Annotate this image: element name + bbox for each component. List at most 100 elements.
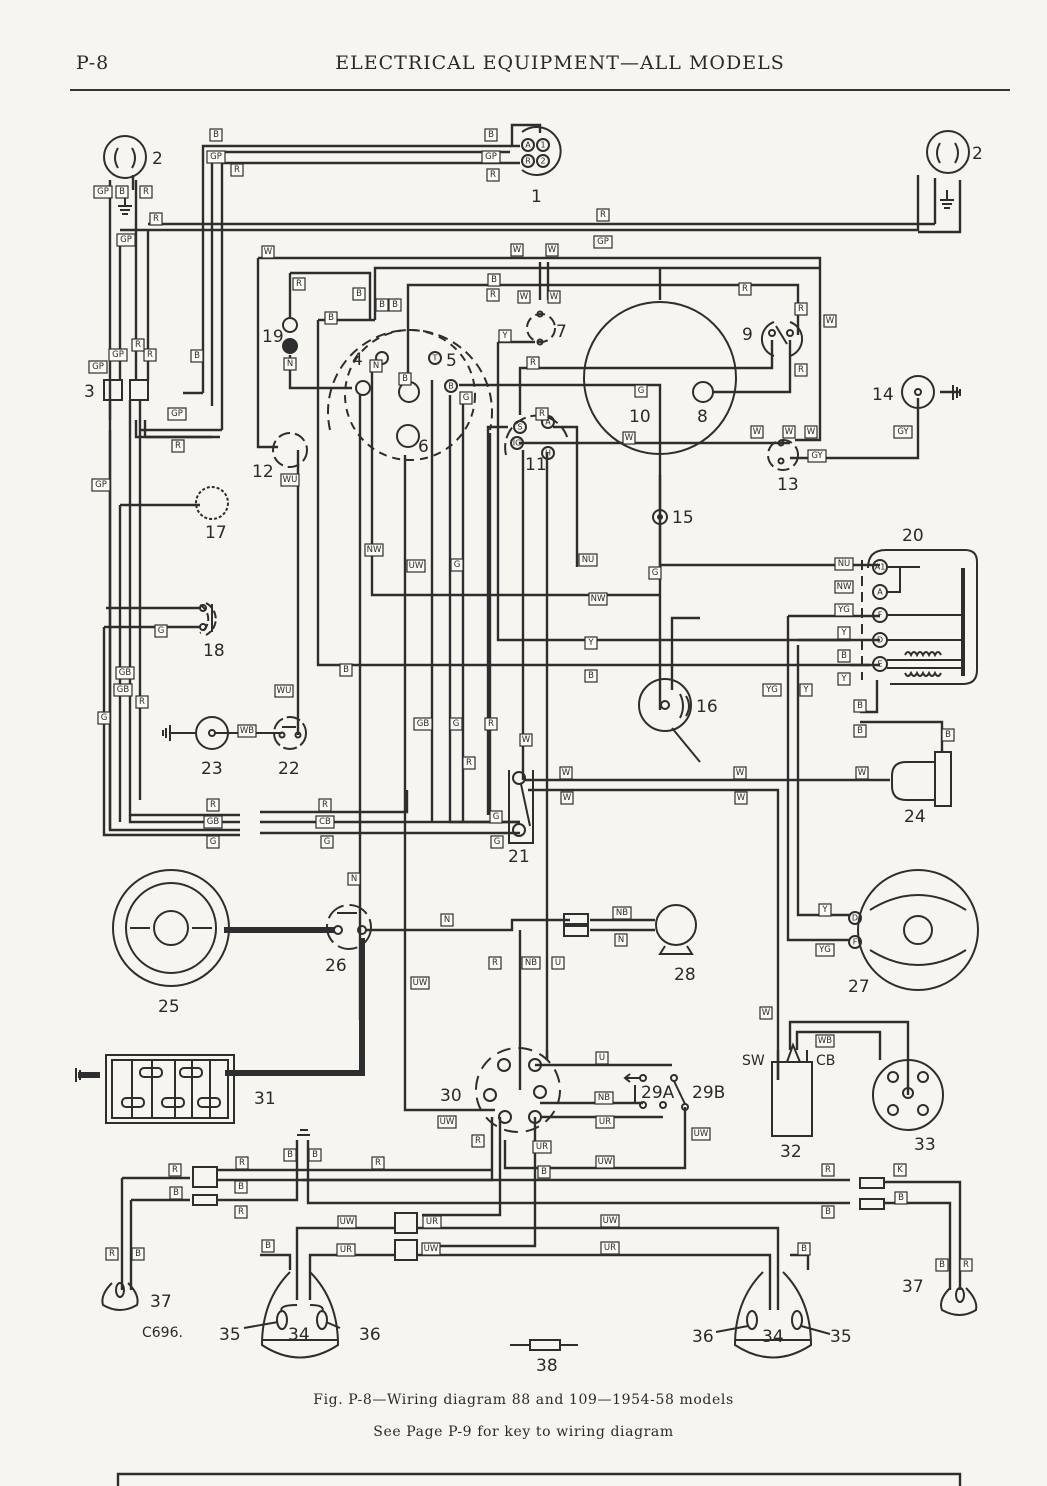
wire-color-text: B bbox=[328, 313, 334, 323]
component-21-switch: 21 bbox=[508, 770, 534, 867]
wire-color-text: UW bbox=[340, 1217, 355, 1227]
wire bbox=[448, 395, 520, 824]
wire-color-tag: B bbox=[484, 128, 498, 142]
component-number: 8 bbox=[697, 407, 708, 427]
wire-color-text: GP bbox=[171, 409, 183, 419]
connector bbox=[563, 913, 589, 925]
wire-color-tag: B bbox=[115, 185, 129, 199]
component-number: 29B bbox=[692, 1083, 725, 1103]
wire-color-tag: GP bbox=[167, 407, 187, 421]
wire-color-text: R bbox=[742, 284, 748, 294]
component-number: 35 bbox=[219, 1325, 241, 1345]
wire-color-tag: W bbox=[517, 290, 531, 304]
wire-color-text: YG bbox=[765, 685, 778, 695]
wire-color-text: B bbox=[194, 351, 200, 361]
component-number: 38 bbox=[536, 1356, 558, 1376]
wire-color-text: R bbox=[109, 1249, 115, 1259]
wire-color-text: N bbox=[618, 935, 624, 945]
component-12-lamp: 12 bbox=[252, 432, 308, 482]
terminal-label: S bbox=[517, 423, 522, 432]
wire-color-tag: B bbox=[283, 1148, 297, 1162]
wire-color-tag: UW bbox=[406, 559, 426, 573]
component-number: 35 bbox=[830, 1327, 852, 1347]
terminal-label: A1 bbox=[875, 563, 886, 572]
wire-color-text: W bbox=[858, 768, 867, 778]
wire-color-tag: Y bbox=[799, 683, 813, 697]
component-24-starter-motor: 24 bbox=[891, 751, 952, 827]
component-number: 18 bbox=[203, 641, 225, 661]
wire-color-text: NU bbox=[582, 555, 595, 565]
wire bbox=[143, 420, 212, 439]
wire-color-tag: B bbox=[487, 273, 501, 287]
component-number: 27 bbox=[848, 977, 870, 997]
wire-color-text: R bbox=[375, 1158, 381, 1168]
wire-color-text: GP bbox=[112, 350, 124, 360]
wire-color-tag: UW bbox=[595, 1155, 615, 1169]
connector bbox=[192, 1194, 218, 1206]
component-26-solenoid: 26 bbox=[325, 904, 372, 976]
wire-color-tag: R bbox=[143, 348, 157, 362]
wire-color-text: R bbox=[135, 340, 141, 350]
terminal-label: E bbox=[877, 660, 882, 669]
connector bbox=[859, 1198, 885, 1210]
wire-color-tag: R bbox=[235, 1156, 249, 1170]
wire bbox=[790, 1253, 810, 1270]
wire-color-text: YG bbox=[818, 945, 831, 955]
wire bbox=[406, 283, 800, 379]
wire-color-text: Y bbox=[840, 674, 847, 684]
wire-color-tag: UR bbox=[336, 1243, 356, 1257]
wire-color-tag: B bbox=[261, 1239, 275, 1253]
wire-color-tag: GP bbox=[88, 360, 108, 374]
wire-color-text: G bbox=[638, 386, 645, 396]
wire-color-text: B bbox=[379, 300, 385, 310]
wire bbox=[260, 790, 409, 814]
wire-color-text: N bbox=[444, 915, 450, 925]
wire-color-tag: B bbox=[935, 1258, 949, 1272]
wire-color-tag: W bbox=[559, 766, 573, 780]
header-rule bbox=[70, 89, 1010, 91]
wire-color-tag: B bbox=[853, 724, 867, 738]
wire-color-tag: N bbox=[440, 913, 454, 927]
wire-color-tag: NU bbox=[578, 553, 598, 567]
wire-color-tag: GP bbox=[91, 478, 111, 492]
wire-color-tag: G bbox=[648, 566, 662, 580]
wire-color-tag: N bbox=[283, 357, 297, 371]
wire-color-text: R bbox=[238, 1207, 244, 1217]
wire-color-text: U bbox=[599, 1053, 605, 1063]
wire bbox=[218, 1140, 299, 1202]
component-14-horn-push: 14 bbox=[872, 375, 961, 409]
wire-color-tag: W bbox=[804, 425, 818, 439]
wire-color-tag: W bbox=[261, 245, 275, 259]
wire-color-tag: B bbox=[388, 298, 402, 312]
wire-color-tag: NU bbox=[834, 557, 854, 571]
wire-color-tag: R bbox=[535, 407, 549, 421]
wire-color-text: R bbox=[322, 800, 328, 810]
terminal-label: F bbox=[853, 938, 858, 947]
wire bbox=[796, 645, 850, 917]
component-number: 2 bbox=[972, 144, 983, 164]
wire-color-tag: B bbox=[352, 287, 366, 301]
component-32-ignition-coil: SW CB 32 bbox=[742, 1042, 835, 1162]
components: A 1 R 2 1 2 2 3 4 T bbox=[75, 126, 983, 1376]
wire-color-text: G bbox=[158, 626, 165, 636]
wire bbox=[418, 1226, 780, 1310]
wire-color-text: B bbox=[488, 130, 494, 140]
wire-color-text: W bbox=[625, 433, 634, 443]
terminal-label: 1 bbox=[540, 141, 545, 150]
component-13-lamp: 13 bbox=[767, 439, 799, 495]
wire-color-tag: K bbox=[893, 1163, 907, 1177]
wire-color-tag: WB bbox=[815, 1034, 835, 1048]
wire-color-text: Y bbox=[802, 685, 809, 695]
wire-color-tag: W bbox=[823, 314, 837, 328]
wire bbox=[120, 175, 920, 232]
wire-color-text: NB bbox=[598, 1093, 610, 1103]
wire-color-text: UR bbox=[604, 1243, 616, 1253]
wire-color-text: W bbox=[548, 245, 557, 255]
component-number: 25 bbox=[158, 997, 180, 1017]
wire-color-text: W bbox=[785, 427, 794, 437]
wire-color-tag: G bbox=[450, 558, 464, 572]
wire-color-text: R bbox=[492, 958, 498, 968]
terminal-label: SW bbox=[742, 1053, 765, 1069]
